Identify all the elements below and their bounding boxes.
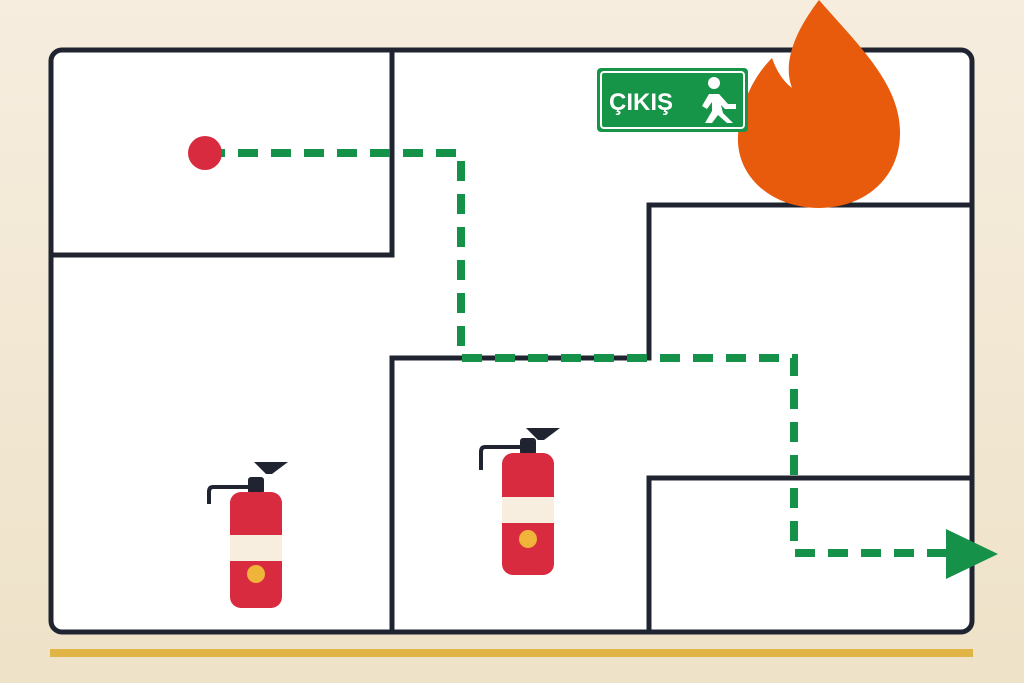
evacuation-route — [205, 149, 955, 557]
fire-icon — [737, 0, 901, 208]
arrow-right-icon — [946, 529, 998, 579]
floor-plan-outline — [48, 47, 975, 635]
fire-extinguisher-icon — [479, 428, 560, 575]
fire-extinguisher-icon — [207, 462, 288, 608]
extinguisher-valve — [248, 477, 264, 494]
extinguisher-nozzle-top — [526, 428, 560, 440]
running-person-icon — [702, 77, 736, 123]
extinguisher-gauge — [519, 530, 537, 548]
extinguisher-band — [502, 497, 554, 523]
exit-sign-border — [600, 71, 745, 129]
extinguisher-band — [230, 535, 282, 561]
bottom-baseline — [50, 649, 973, 657]
extinguisher-nozzle-top — [254, 462, 288, 474]
extinguisher-valve — [520, 438, 536, 455]
extinguisher-hose — [207, 485, 250, 504]
exit-sign: ÇIKIŞ — [597, 68, 748, 132]
start-point-icon — [188, 136, 222, 170]
extinguisher-hose — [479, 445, 522, 470]
exit-sign-text: ÇIKIŞ — [609, 89, 673, 116]
extinguisher-gauge — [247, 565, 265, 583]
interior-walls — [48, 47, 975, 635]
